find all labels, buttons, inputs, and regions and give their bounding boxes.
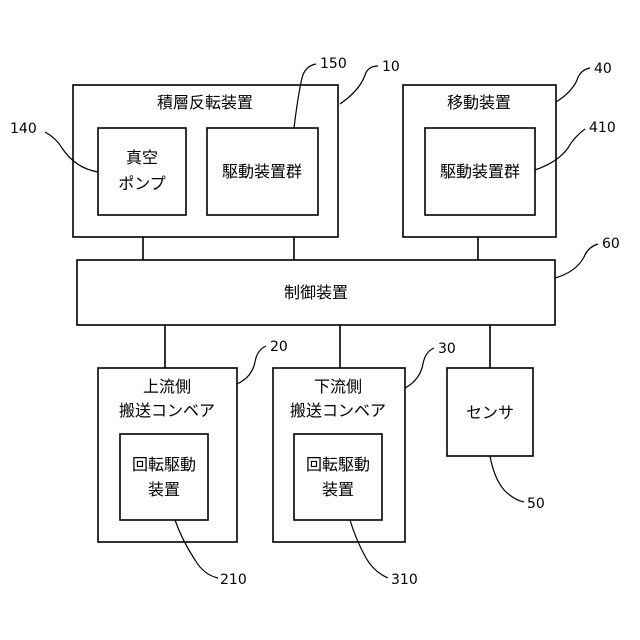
downstream-drive-line2: 装置 (322, 480, 354, 499)
downstream-rotation-drive: 回転駆動 装置 (294, 434, 382, 520)
control-device-label: 制御装置 (284, 283, 348, 302)
ref-40: 40 (594, 61, 612, 77)
drive-group-block-1: 駆動装置群 (207, 128, 318, 215)
sensor-label: センサ (466, 403, 514, 422)
moving-device-title: 移動装置 (447, 93, 511, 112)
ref-150: 150 (320, 56, 347, 72)
upstream-drive-line2: 装置 (148, 480, 180, 499)
ref-310: 310 (391, 572, 418, 588)
ref-140: 140 (10, 121, 37, 137)
leader-40 (556, 68, 590, 102)
ref-30: 30 (438, 341, 456, 357)
upstream-conveyor-line2: 搬送コンベア (119, 401, 215, 420)
ref-10: 10 (382, 59, 400, 75)
leader-30 (405, 348, 434, 388)
leader-60 (555, 244, 598, 278)
sensor-block: センサ (447, 368, 533, 456)
leader-20 (237, 346, 266, 384)
stacking-reversal-title: 積層反転装置 (157, 93, 253, 112)
downstream-conveyor-line1: 下流側 (314, 377, 362, 396)
ref-210: 210 (220, 572, 247, 588)
vacuum-pump-label-line1: 真空 (126, 148, 158, 167)
upstream-drive-line1: 回転駆動 (132, 455, 196, 474)
leader-50 (490, 456, 524, 502)
vacuum-pump-label-line2: ポンプ (118, 174, 166, 193)
drive-group-2-label: 駆動装置群 (440, 162, 520, 181)
control-device: 制御装置 (77, 260, 555, 325)
drive-group-1-label: 駆動装置群 (222, 162, 302, 181)
ref-60: 60 (602, 236, 620, 252)
ref-20: 20 (270, 339, 288, 355)
upstream-rotation-drive: 回転駆動 装置 (120, 434, 208, 520)
downstream-conveyor-line2: 搬送コンベア (290, 401, 386, 420)
drive-group-block-2: 駆動装置群 (425, 128, 535, 215)
ref-410: 410 (589, 120, 616, 136)
upstream-conveyor-line1: 上流側 (143, 377, 191, 396)
downstream-drive-line1: 回転駆動 (306, 455, 370, 474)
ref-50: 50 (527, 496, 545, 512)
vacuum-pump-block: 真空 ポンプ (98, 128, 186, 215)
